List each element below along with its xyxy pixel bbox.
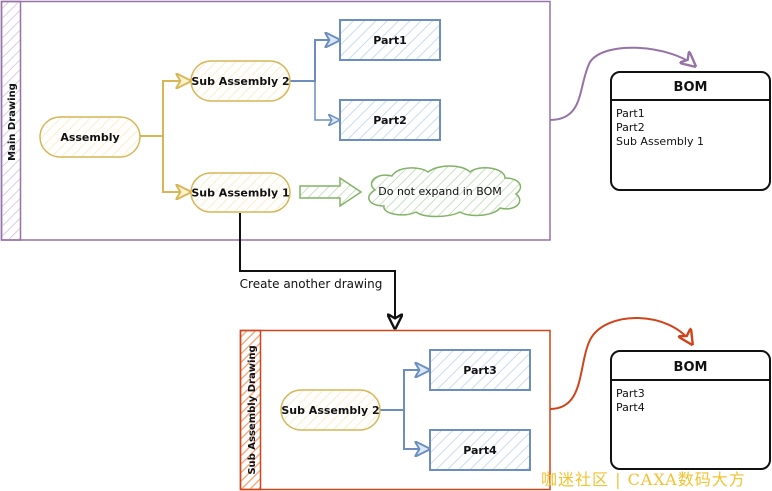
- main-drawing-title-strip: [0, 0, 22, 241]
- node-sub-drawing-sub-assembly-2-label: Sub Assembly 2: [281, 404, 379, 417]
- connector-assembly-to-sub1[interactable]: [140, 135, 190, 192]
- connector-main-to-bom[interactable]: [549, 46, 695, 121]
- bom-main-table[interactable]: BOM Part1 Part2 Sub Assembly 1: [610, 71, 771, 191]
- bom-sub-title: BOM: [674, 360, 708, 375]
- block-arrow[interactable]: [299, 176, 363, 208]
- main-drawing-title: Main Drawing: [7, 83, 18, 161]
- bom-sub-item: Part4: [616, 401, 645, 414]
- node-assembly[interactable]: Assembly: [39, 116, 141, 158]
- bom-sub-item: Part3: [616, 387, 645, 400]
- connector-sub2-to-part2[interactable]: [290, 80, 339, 120]
- sub-drawing-title-strip: [239, 329, 262, 491]
- sub-drawing-connectors: [380, 370, 429, 449]
- node-assembly-label: Assembly: [60, 131, 119, 144]
- node-sub-drawing-sub-assembly-2[interactable]: Sub Assembly 2: [280, 389, 381, 431]
- node-part1[interactable]: Part1: [339, 19, 441, 61]
- main-drawing-connectors: [140, 40, 339, 192]
- node-part4[interactable]: Part4: [429, 429, 531, 471]
- node-sub-assembly-2-label: Sub Assembly 2: [191, 75, 289, 88]
- sub-drawing-title: Sub Assembly Drawing: [247, 345, 258, 474]
- node-part4-label: Part4: [463, 444, 497, 457]
- node-part3[interactable]: Part3: [429, 349, 531, 391]
- node-sub-assembly-2[interactable]: Sub Assembly 2: [190, 60, 291, 102]
- note-cloud-label: Do not expand in BOM: [378, 185, 502, 198]
- note-cloud[interactable]: Do not expand in BOM: [368, 165, 522, 218]
- bom-main-item: Sub Assembly 1: [616, 135, 704, 148]
- connector-sub-to-bom[interactable]: [549, 317, 692, 410]
- node-sub-assembly-1-label: Sub Assembly 1: [191, 187, 289, 200]
- node-part2-label: Part2: [373, 114, 407, 127]
- connector-sub2-to-part4[interactable]: [380, 409, 429, 449]
- node-part2[interactable]: Part2: [339, 99, 441, 141]
- bom-sub-table[interactable]: BOM Part3 Part4: [610, 350, 771, 470]
- node-part3-label: Part3: [463, 364, 497, 377]
- connector-create-drawing[interactable]: [239, 213, 395, 328]
- watermark-text: 咖迷社区 | CAXA数码大方: [541, 470, 746, 489]
- connector-label-bg: [233, 276, 391, 292]
- node-part1-label: Part1: [373, 34, 407, 47]
- bom-main-item: Part2: [616, 121, 645, 134]
- bom-main-item: Part1: [616, 107, 645, 120]
- node-sub-assembly-1[interactable]: Sub Assembly 1: [190, 172, 291, 213]
- bom-main-title: BOM: [674, 80, 708, 95]
- connector-create-drawing-label: Create another drawing: [240, 277, 383, 291]
